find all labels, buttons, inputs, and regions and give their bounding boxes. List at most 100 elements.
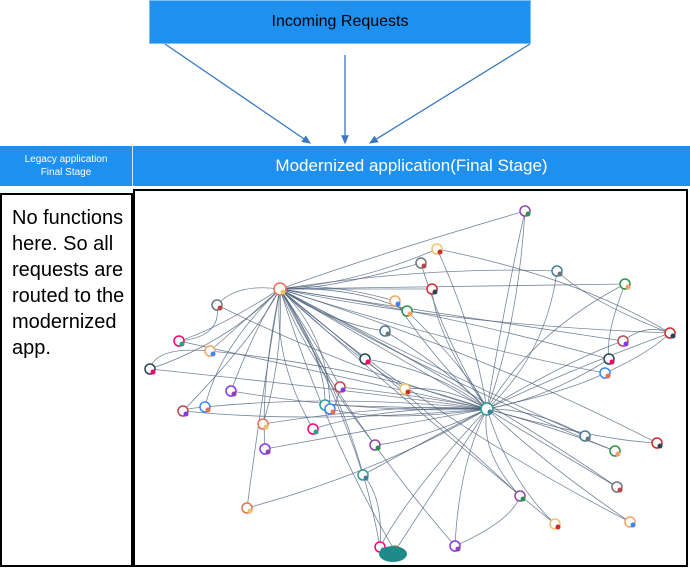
graph-node [664,327,676,339]
graph-node [401,305,413,317]
graph-node [480,402,494,416]
graph-edge [279,288,386,332]
graph-node [426,283,438,295]
request-arrows [164,43,531,145]
graph-edge [279,288,618,488]
graph-node [651,437,663,449]
graph-node [389,295,401,307]
graph-edge [279,283,626,290]
service-dependency-graph [144,205,676,562]
legacy-title-line2: Final Stage [40,167,92,178]
graph-edge [279,288,396,552]
graph-node [519,205,531,217]
incoming-requests-box: Incoming Requests [149,0,531,44]
graph-edge [486,408,586,437]
graph-node [177,405,189,417]
graph-edge [486,358,610,410]
legacy-message: No functions here. So all requests are r… [12,207,125,359]
graph-node [611,481,623,493]
graph-node [357,469,369,481]
graph-edge [486,408,631,523]
graph-edge [486,408,658,444]
graph-edge [262,407,488,425]
graph-edge [454,408,488,547]
graph-edge [364,358,488,410]
graph-edge [279,288,521,497]
graph-node [599,367,611,379]
graph-node [173,335,185,347]
graph-edge [279,286,396,302]
graph-node [273,282,287,296]
graph-edge [436,248,488,410]
graph-edge [436,248,671,334]
graph-edge [182,288,281,412]
graph-node [259,443,271,455]
graph-node [415,257,427,269]
graph-edge [279,248,438,290]
graph-edge [279,288,616,452]
graph-edge [279,288,671,334]
graph-edge [485,408,521,497]
graph-edge [246,288,281,509]
graph-edge [279,210,526,290]
graph-node [204,345,216,357]
graph-node [144,363,156,375]
graph-node [225,385,237,397]
graph-edge [486,372,606,410]
graph-edge [204,288,281,408]
graph-edge [279,288,456,547]
graph-node [399,383,411,395]
graph-node [514,490,526,502]
graph-edge [204,400,488,410]
legacy-title-line1: Legacy application [24,154,108,165]
graph-edge [379,408,488,548]
graph-edge [406,310,488,410]
graph-edge [404,388,488,410]
graph-node [359,353,371,365]
graph-edge [178,304,218,342]
graph-edge [178,340,488,410]
graph-node [579,430,591,442]
legacy-app-panel: No functions here. So all requests are r… [0,193,133,567]
graph-edge [486,408,618,488]
graph-edge [279,262,422,290]
graph-edge [374,408,488,446]
graph-edge [216,304,488,410]
graph-node [211,299,223,311]
graph-node [603,353,615,365]
graph-edge [209,350,488,410]
graph-edge [264,408,488,450]
graph-edge [486,210,526,410]
graph-edge [486,270,558,410]
graph-edge [279,288,556,525]
graph-node [609,445,621,457]
graph-node [624,516,636,528]
graph-edge [279,288,331,410]
graph-edge [279,288,658,444]
graph-edge [263,288,281,450]
graph-node [431,243,443,255]
graph-edge [604,332,671,374]
graph-edge [486,340,624,410]
graph-edge [486,210,526,410]
graph-node [619,278,631,290]
graph-node [617,335,629,347]
graph-edge [608,283,626,360]
graph-edge [312,408,488,430]
legacy-app-header: Legacy application Final Stage [0,146,132,186]
graph-node [551,265,563,277]
modernized-title: Modernized application(Final Stage) [275,156,548,175]
graph-edge [279,288,624,342]
arrow-right [368,43,531,144]
modernized-app-panel [133,189,688,567]
graph-edge [230,390,488,411]
graph-edge [178,288,281,342]
incoming-requests-label: Incoming Requests [271,13,409,30]
graph-edge [556,270,671,334]
graph-edge [384,330,488,410]
graph-edge [339,386,488,410]
graph-edge [420,262,488,410]
graph-node [307,423,319,435]
graph-cluster-node [379,546,407,562]
graph-edge [230,288,281,392]
